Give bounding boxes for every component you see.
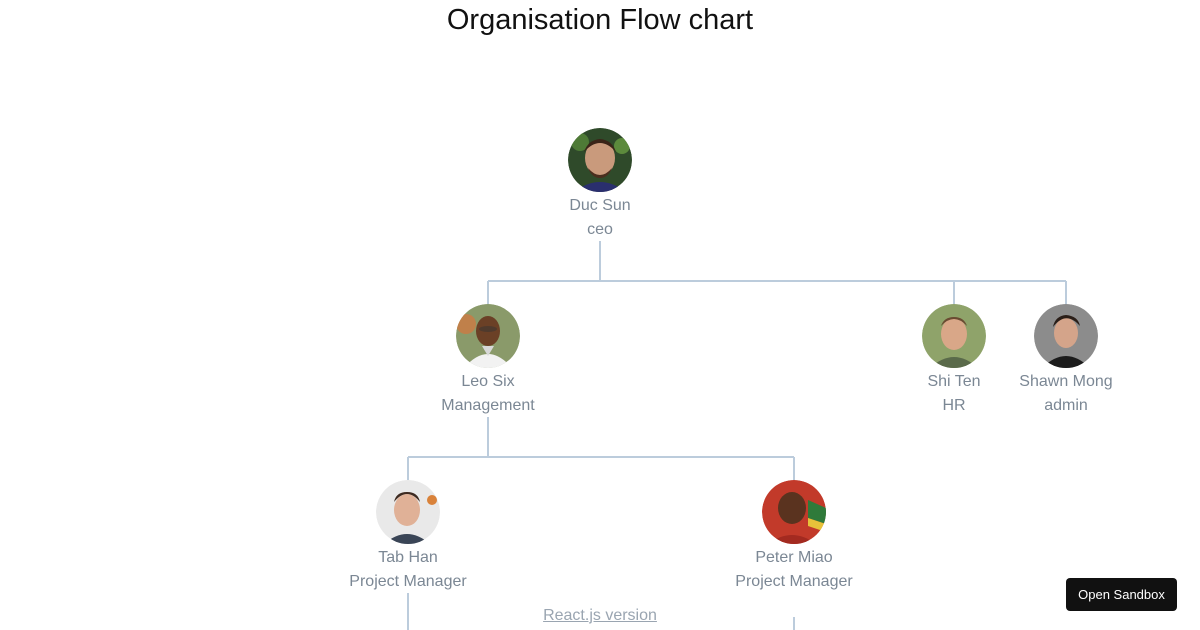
node-title: Project Manager <box>735 573 853 590</box>
open-sandbox-button[interactable]: Open Sandbox <box>1066 578 1177 611</box>
avatar <box>376 480 440 544</box>
avatar <box>456 304 520 368</box>
org-node-shi-ten[interactable]: Shi Ten HR <box>894 304 1014 418</box>
node-name: Duc Sun <box>569 197 631 214</box>
page-title: Organisation Flow chart <box>446 4 754 36</box>
org-node-tab-han[interactable]: Tab Han Project Manager <box>348 480 468 594</box>
avatar <box>568 128 632 192</box>
node-title: admin <box>1044 397 1088 414</box>
node-name: Shawn Mong <box>1019 373 1113 390</box>
node-title: Management <box>441 397 535 414</box>
react-version-link[interactable]: React.js version <box>543 607 657 624</box>
node-name: Shi Ten <box>927 373 981 390</box>
org-node-leo-six[interactable]: Leo Six Management <box>428 304 548 418</box>
node-title: HR <box>942 397 966 414</box>
node-title: Project Manager <box>349 573 467 590</box>
avatar <box>1034 304 1098 368</box>
avatar <box>922 304 986 368</box>
org-node-peter-miao[interactable]: Peter Miao Project Manager <box>734 480 854 594</box>
node-name: Leo Six <box>461 373 515 390</box>
node-name: Peter Miao <box>755 549 833 566</box>
node-title: ceo <box>587 221 613 238</box>
org-node-duc-sun[interactable]: Duc Sun ceo <box>540 128 660 242</box>
avatar <box>762 480 826 544</box>
org-node-shawn-mong[interactable]: Shawn Mong admin <box>1006 304 1126 418</box>
node-name: Tab Han <box>378 549 438 566</box>
